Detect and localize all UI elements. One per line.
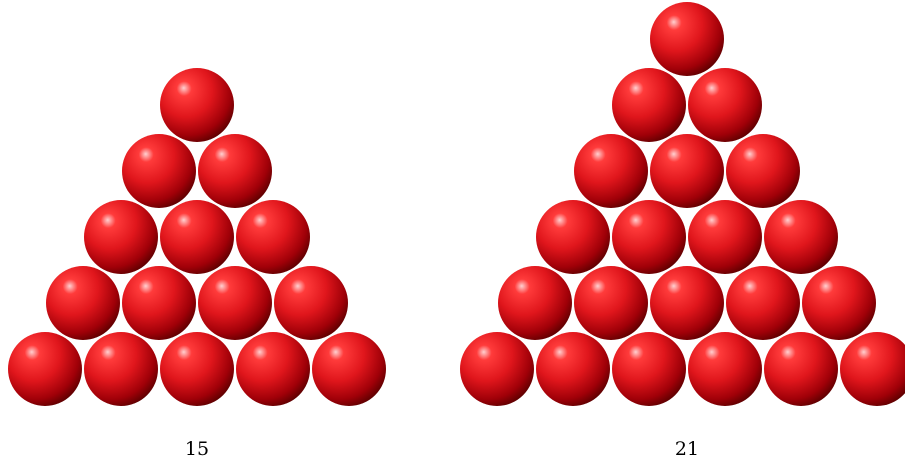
ball (650, 2, 724, 76)
ball (650, 266, 724, 340)
ball (122, 266, 196, 340)
ball (84, 332, 158, 406)
ball (726, 134, 800, 208)
ball (688, 332, 762, 406)
ball (536, 332, 610, 406)
ball (726, 266, 800, 340)
ball (312, 332, 386, 406)
ball (688, 68, 762, 142)
ball (46, 266, 120, 340)
ball (198, 134, 272, 208)
ball (198, 266, 272, 340)
ball (840, 332, 905, 406)
ball (122, 134, 196, 208)
ball (160, 68, 234, 142)
ball (612, 68, 686, 142)
ball (764, 200, 838, 274)
ball (160, 332, 234, 406)
triangle-15-balls (8, 68, 386, 406)
ball (574, 266, 648, 340)
ball (536, 200, 610, 274)
ball (688, 200, 762, 274)
ball (236, 200, 310, 274)
ball (236, 332, 310, 406)
ball (84, 200, 158, 274)
triangle-15-caption: 15 (157, 438, 237, 460)
ball (274, 266, 348, 340)
ball (8, 332, 82, 406)
ball (460, 332, 534, 406)
ball (764, 332, 838, 406)
ball (574, 134, 648, 208)
triangle-21-balls (460, 2, 905, 406)
ball (612, 200, 686, 274)
ball (612, 332, 686, 406)
ball (498, 266, 572, 340)
ball (160, 200, 234, 274)
triangle-21-caption: 21 (647, 438, 727, 460)
ball (650, 134, 724, 208)
ball (802, 266, 876, 340)
